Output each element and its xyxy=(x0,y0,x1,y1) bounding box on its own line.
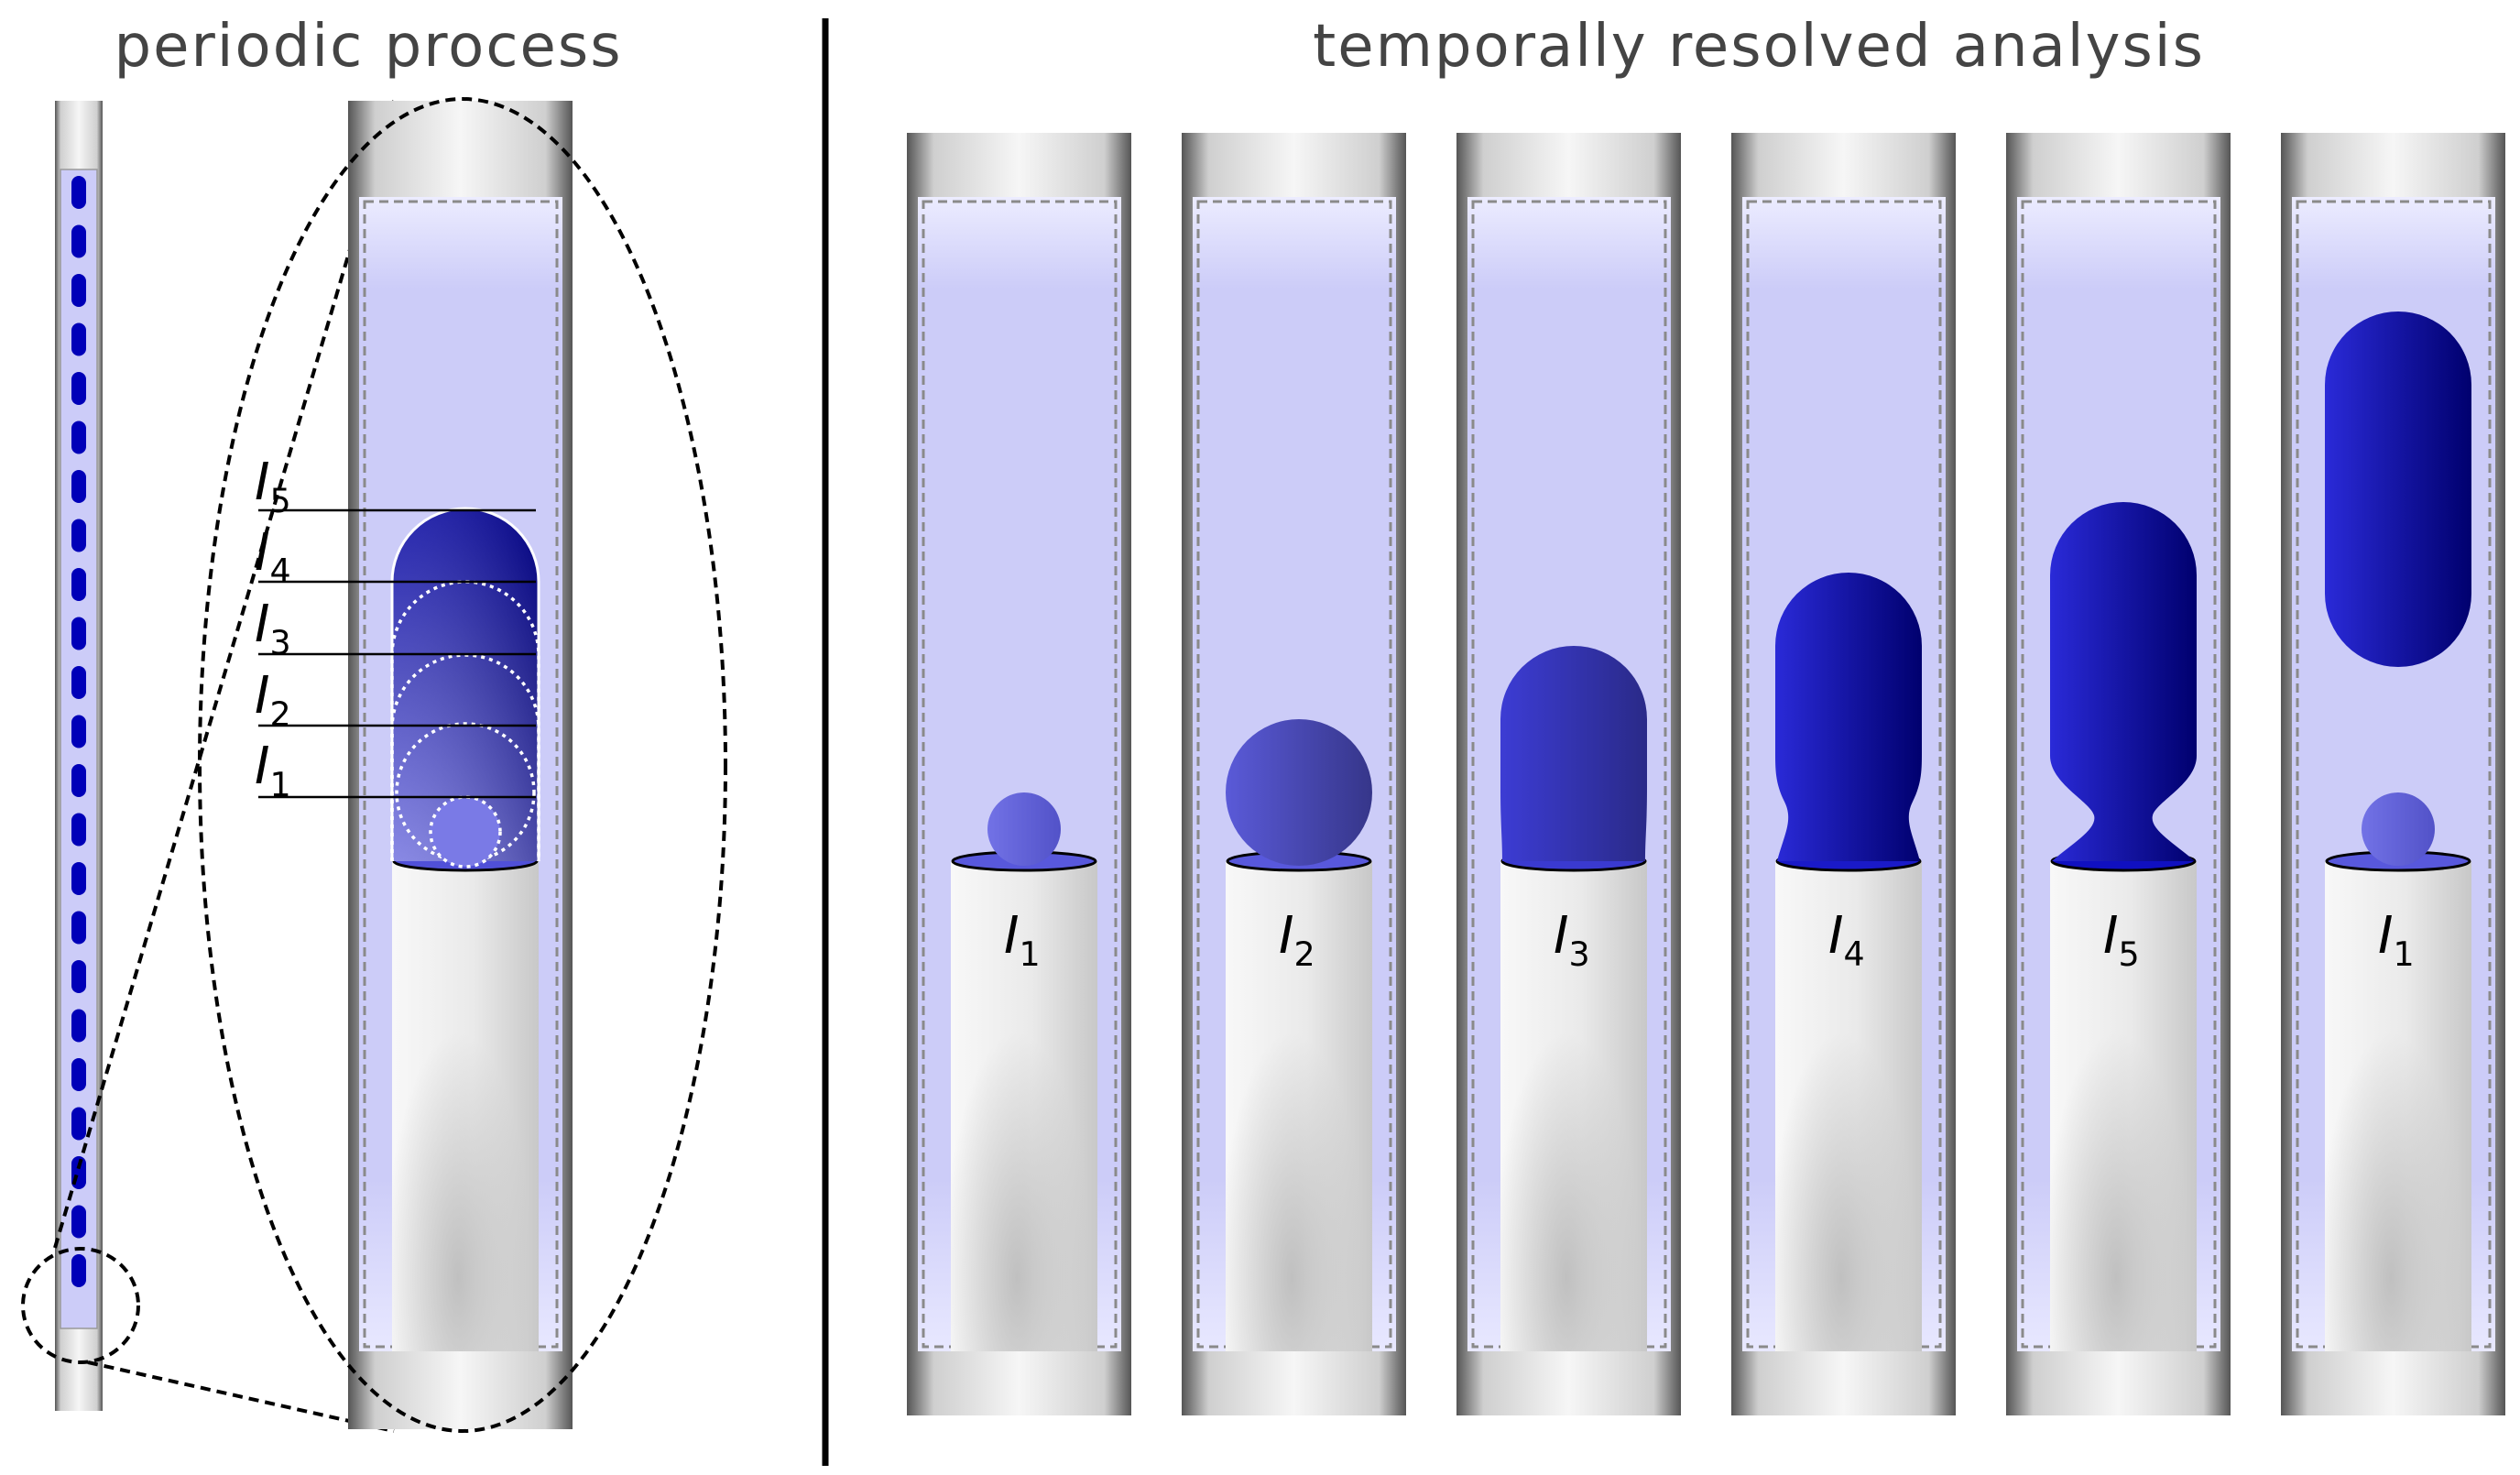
overview-bubble xyxy=(71,813,86,847)
detached-bubble xyxy=(2325,311,2471,667)
overview-bubble xyxy=(71,568,86,601)
frame-6: I1 xyxy=(2281,133,2505,1415)
level-label-4: I4 xyxy=(255,523,291,591)
overview-bubble xyxy=(71,764,86,797)
overview-bubble xyxy=(71,519,86,552)
overview-bubble xyxy=(71,960,86,993)
overview-bubble xyxy=(71,715,86,748)
level-label-1: I1 xyxy=(255,737,291,804)
bubble xyxy=(1775,573,1922,861)
overview-bubble-column xyxy=(71,176,86,1287)
overview-bubble xyxy=(71,470,86,503)
overview-bubble xyxy=(71,1254,86,1287)
overview-bubble xyxy=(71,1107,86,1141)
overview-bubble xyxy=(71,1009,86,1043)
frame-label: I4 xyxy=(1828,906,1865,974)
title-periodic-process: periodic process xyxy=(114,13,622,81)
time-frames: I1 I2 I3 I4 I5 I1 xyxy=(907,133,2505,1415)
overview-bubble xyxy=(71,372,86,405)
frame-label: I2 xyxy=(1279,906,1315,974)
overview-bubble xyxy=(71,274,86,307)
overview-bubble xyxy=(71,862,86,895)
frame-4: I4 xyxy=(1731,133,1956,1415)
overview-bubble xyxy=(71,1058,86,1091)
overview-bubble xyxy=(71,224,86,258)
frame-label: I3 xyxy=(1554,906,1590,974)
bubble xyxy=(987,792,1061,866)
frame-label: I1 xyxy=(2378,906,2415,974)
zoom-bubble-stages xyxy=(390,507,540,869)
bubble xyxy=(1226,719,1372,866)
overview-bubble xyxy=(71,176,86,209)
frame-1: I1 xyxy=(907,133,1131,1415)
overview-bubble xyxy=(71,421,86,454)
magnify-source-circle xyxy=(21,1247,140,1364)
overview-bubble xyxy=(71,666,86,699)
overview-bubble xyxy=(71,322,86,356)
bubble xyxy=(1500,646,1647,861)
overview-bubble xyxy=(71,617,86,650)
overview-bubble xyxy=(71,911,86,945)
frame-5: I5 xyxy=(2006,133,2231,1415)
overview-bubble xyxy=(71,1205,86,1239)
magnify-ellipse xyxy=(198,97,727,1433)
title-temporally-resolved-analysis: temporally resolved analysis xyxy=(1313,13,2205,81)
frame-3: I3 xyxy=(1456,133,1681,1415)
frame-2: I2 xyxy=(1182,133,1406,1415)
level-lines xyxy=(258,508,536,799)
frame-label: I1 xyxy=(1004,906,1041,974)
overview-tube xyxy=(55,101,103,1411)
level-label-5: I5 xyxy=(255,453,291,520)
bubble xyxy=(2362,792,2435,866)
bubble xyxy=(2050,502,2197,861)
magnify-connector-bottom xyxy=(87,1360,395,1433)
level-label-3: I3 xyxy=(255,595,291,662)
level-label-2: I2 xyxy=(255,666,291,734)
frame-label: I5 xyxy=(2103,906,2140,974)
magnify-connector-top xyxy=(53,100,396,1249)
